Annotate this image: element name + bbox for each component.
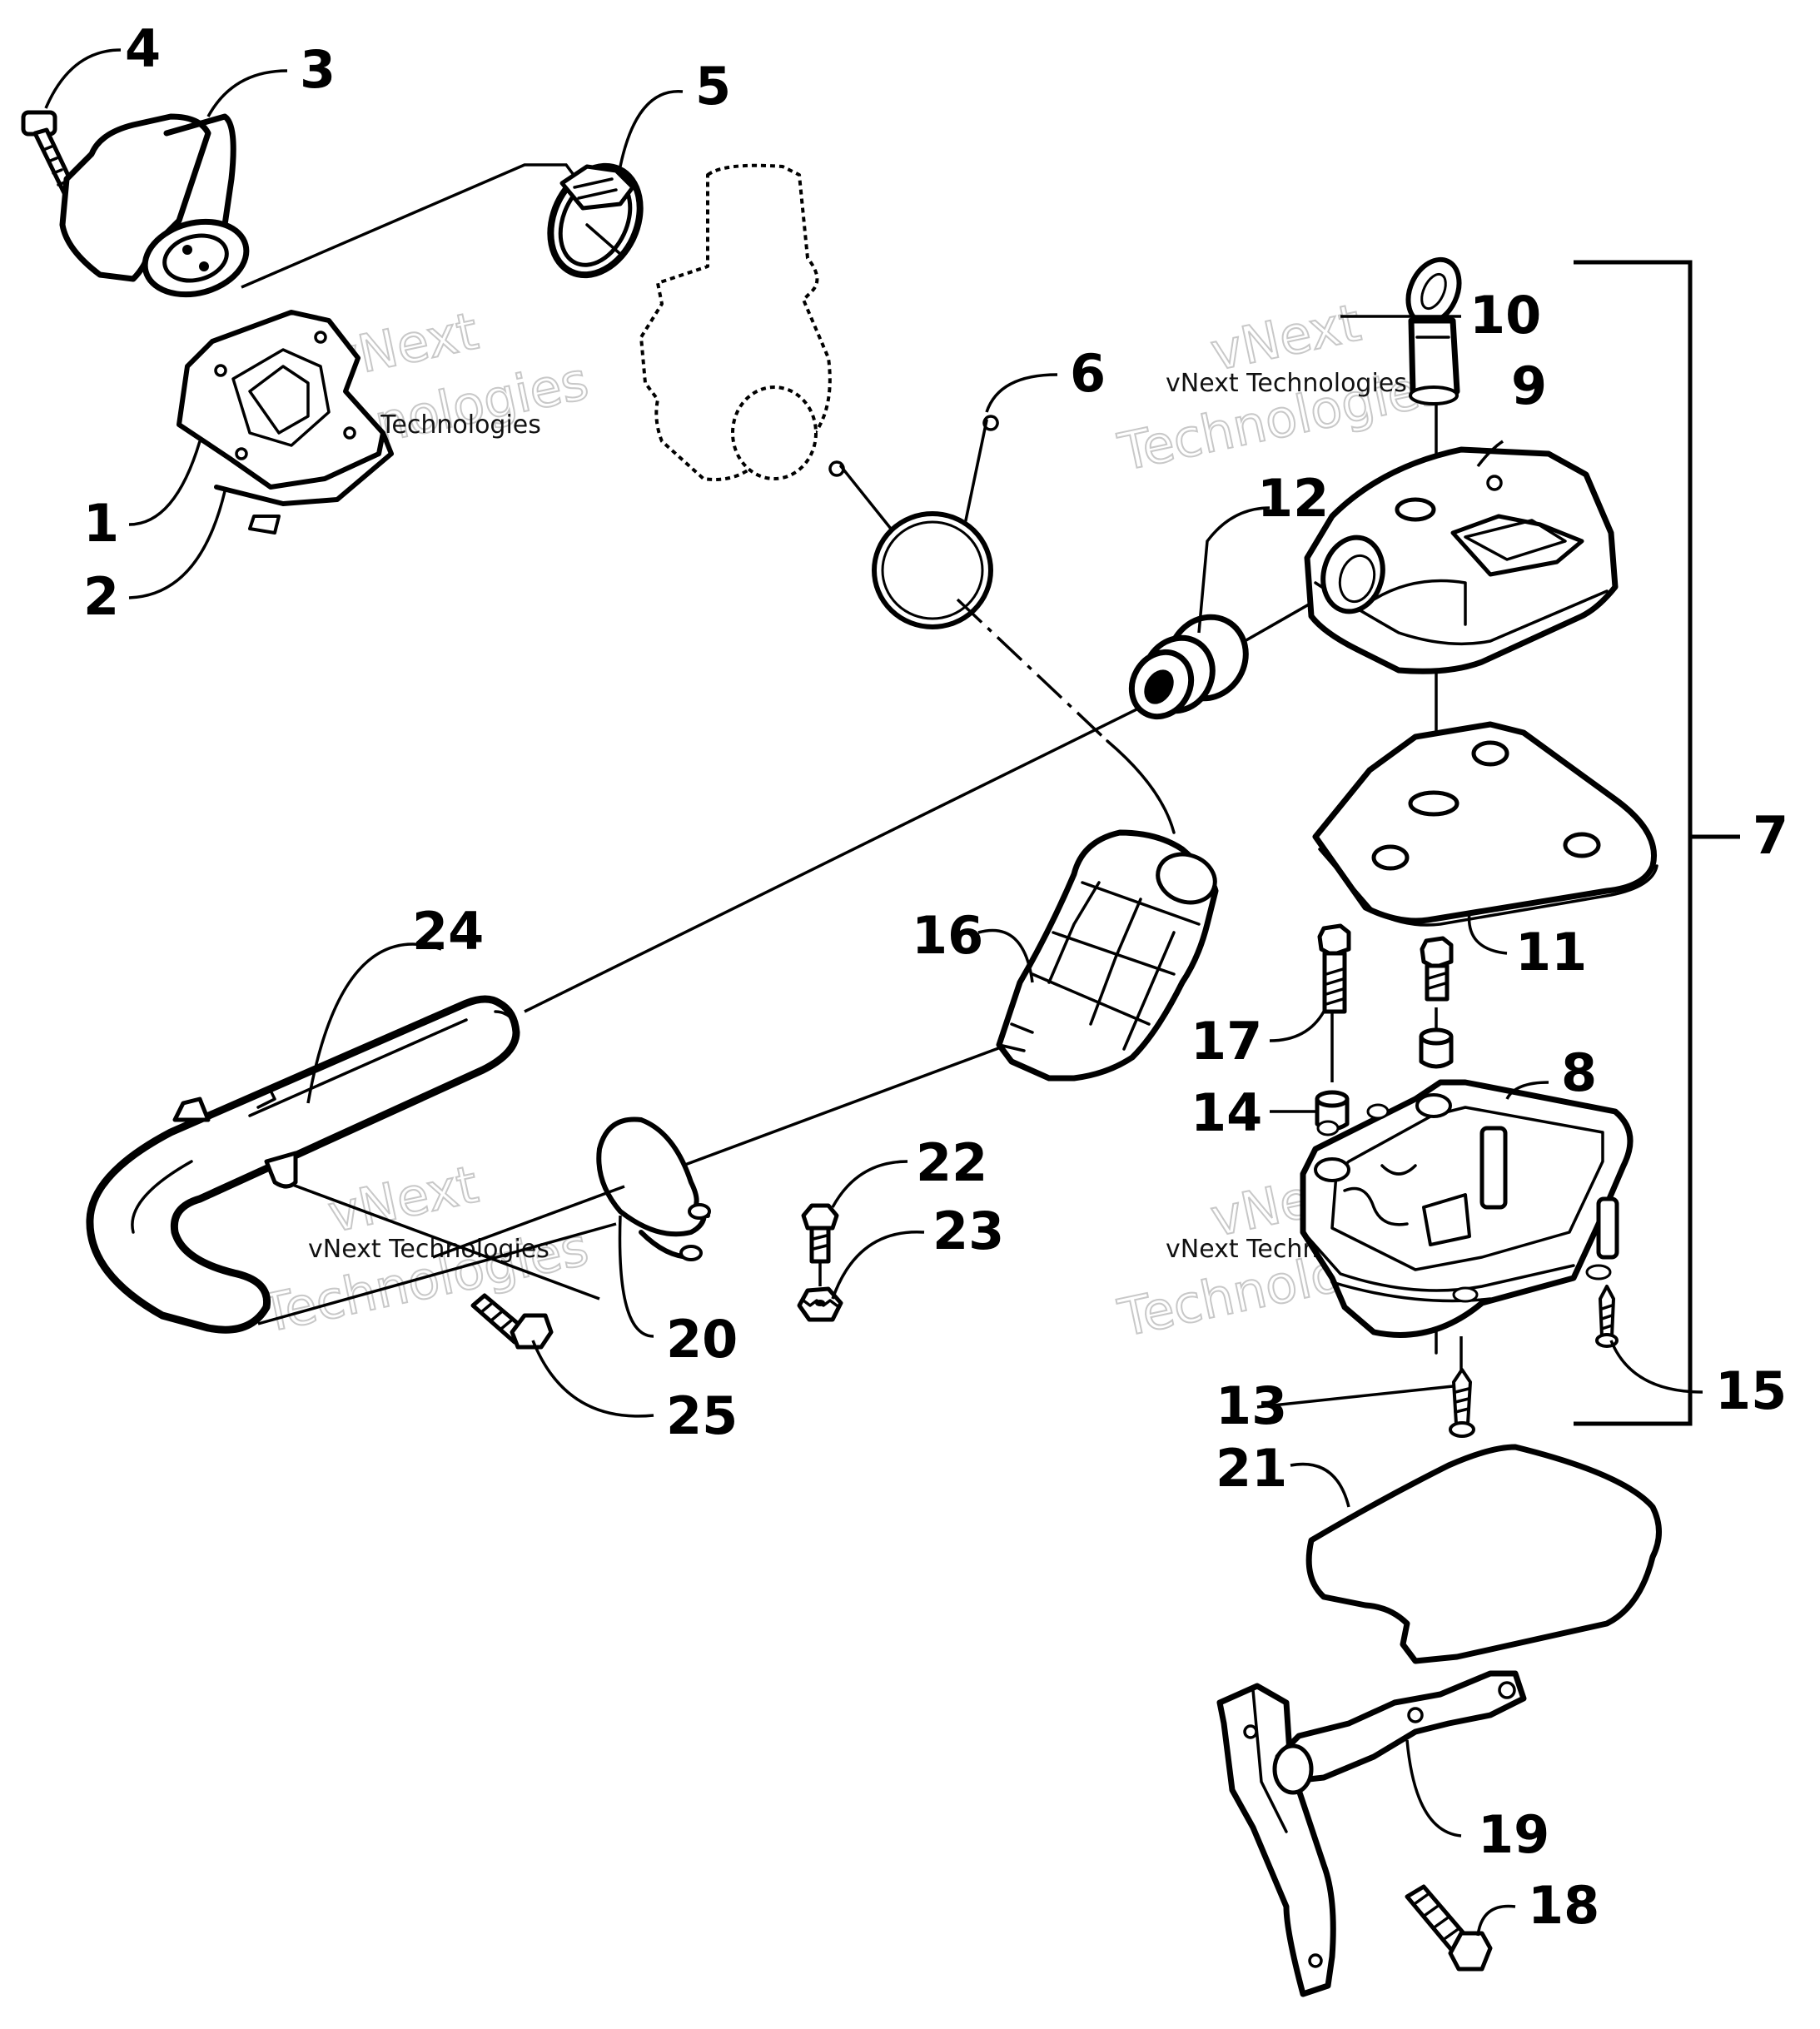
watermark-brand-text: vNext — [323, 1154, 483, 1245]
gasket-2 — [214, 430, 394, 535]
watermark-bottom-left: vNext Technologies vNext Technologies — [255, 1153, 594, 1345]
callout-8: 8 — [1561, 1042, 1597, 1103]
nut-23 — [797, 1286, 843, 1322]
spacer-14-right — [1419, 1027, 1454, 1069]
airbox-lid-9 — [1304, 446, 1619, 674]
callout-13: 13 — [1216, 1375, 1287, 1436]
callout-22: 22 — [916, 1132, 987, 1193]
callout-7: 7 — [1753, 805, 1788, 866]
callout-3: 3 — [300, 39, 336, 100]
grommet-12 — [1128, 614, 1249, 720]
callout-18: 18 — [1528, 1875, 1599, 1936]
callout-16: 16 — [912, 905, 983, 966]
intake-tube-24 — [86, 995, 520, 1334]
intake-boot-16 — [996, 829, 1219, 1082]
airbox-base-8 — [1300, 1079, 1634, 1355]
callout-6: 6 — [1070, 343, 1106, 404]
reed-plate-1 — [177, 310, 385, 490]
assembly-lines — [241, 163, 1463, 1386]
bolt-25 — [470, 1293, 554, 1350]
callout-14: 14 — [1191, 1082, 1262, 1143]
watermark-company-text: vNext Technologies — [1166, 369, 1407, 398]
callout-19: 19 — [1478, 1804, 1549, 1865]
screw-13 — [1449, 1368, 1475, 1438]
callout-23: 23 — [932, 1201, 1004, 1261]
screw-15 — [1595, 1285, 1619, 1348]
callout-17: 17 — [1191, 1011, 1262, 1072]
callout-15: 15 — [1715, 1360, 1787, 1421]
callout-24: 24 — [412, 901, 484, 962]
foam-pad-21 — [1305, 1444, 1662, 1664]
callout-4: 4 — [125, 18, 161, 79]
screw-4 — [21, 110, 79, 201]
o-ring-6 — [828, 415, 999, 629]
sensor-3 — [59, 113, 250, 298]
watermark-company-text: vNext Technologies — [308, 1235, 549, 1264]
watermark-top-right: vNext Technologies vNext Technologies — [1112, 291, 1452, 484]
clamp-20 — [596, 1116, 711, 1261]
bolt-17-left — [1317, 923, 1351, 1014]
callout-12: 12 — [1257, 468, 1329, 529]
callout-25: 25 — [666, 1385, 738, 1446]
filter-plate-11 — [1312, 721, 1658, 927]
carburetor-reference-outline — [639, 163, 832, 481]
hose-clamp-5 — [547, 162, 644, 279]
callout-leaders — [44, 48, 1703, 1937]
mounting-bracket-19 — [1216, 1670, 1527, 1997]
callout-2: 2 — [83, 566, 119, 627]
callout-10: 10 — [1469, 285, 1541, 346]
bolt-22 — [801, 1203, 839, 1264]
callout-5: 5 — [695, 56, 731, 117]
callout-labels: 1 2 3 4 5 6 7 8 9 10 11 12 13 14 15 16 1… — [83, 18, 1788, 1936]
callout-1: 1 — [83, 493, 119, 554]
callout-9: 9 — [1511, 356, 1547, 416]
bolt-17-right — [1420, 936, 1454, 1002]
callout-21: 21 — [1216, 1438, 1287, 1499]
assembly-bracket — [1574, 260, 1740, 1426]
breather-fitting-10 — [1405, 256, 1462, 405]
bolt-18 — [1405, 1884, 1493, 1972]
callout-11: 11 — [1515, 922, 1587, 982]
callout-20: 20 — [666, 1309, 738, 1370]
